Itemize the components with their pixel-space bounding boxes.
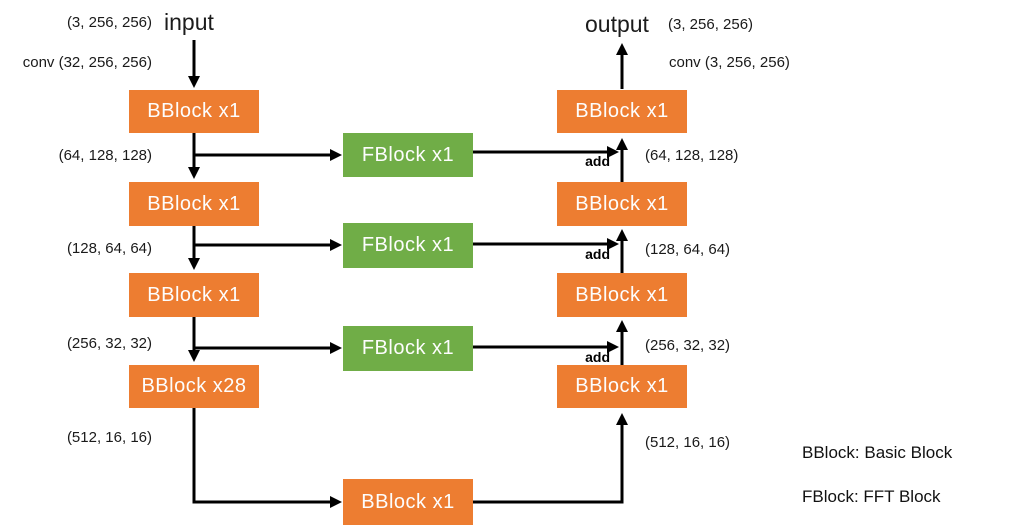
decoder-dim-2: (128, 64, 64) bbox=[645, 241, 731, 258]
conv-out-label: conv (3, 256, 256) bbox=[669, 54, 790, 71]
encoder-dim-3: (256, 32, 32) bbox=[66, 335, 152, 352]
decoder-dim-4: (512, 16, 16) bbox=[645, 434, 731, 451]
input-dim-label: (3, 256, 256) bbox=[66, 14, 152, 31]
skip-fblock-2: FBlock x1 bbox=[343, 223, 473, 268]
decoder-bblock-1: BBlock x1 bbox=[557, 90, 687, 133]
encoder-bblock-2: BBlock x1 bbox=[129, 182, 259, 226]
add-label-3: add bbox=[585, 349, 610, 365]
encoder-bblock-3: BBlock x1 bbox=[129, 273, 259, 317]
encoder-dim-1: (64, 128, 128) bbox=[58, 147, 152, 164]
output-dim-label: (3, 256, 256) bbox=[668, 16, 754, 33]
decoder-dim-1: (64, 128, 128) bbox=[645, 147, 739, 164]
add-label-1: add bbox=[585, 153, 610, 169]
decoder-bblock-3: BBlock x1 bbox=[557, 273, 687, 317]
encoder-dim-4: (512, 16, 16) bbox=[66, 429, 152, 446]
legend-fblock: FBlock: FFT Block bbox=[802, 487, 941, 506]
skip-fblock-3: FBlock x1 bbox=[343, 326, 473, 371]
add-label-2: add bbox=[585, 246, 610, 262]
encoder-dim-2: (128, 64, 64) bbox=[66, 240, 152, 257]
encoder-bblock-1: BBlock x1 bbox=[129, 90, 259, 133]
decoder-bblock-4: BBlock x1 bbox=[557, 365, 687, 408]
bottleneck-bblock: BBlock x1 bbox=[343, 479, 473, 525]
decoder-dim-3: (256, 32, 32) bbox=[645, 337, 731, 354]
input-label: input bbox=[164, 9, 214, 35]
output-label: output bbox=[585, 11, 649, 37]
decoder-bblock-2: BBlock x1 bbox=[557, 182, 687, 226]
encoder-bblock-4: BBlock x28 bbox=[129, 365, 259, 408]
conv-in-label: conv (32, 256, 256) bbox=[22, 54, 152, 71]
skip-fblock-1: FBlock x1 bbox=[343, 133, 473, 177]
legend-bblock: BBlock: Basic Block bbox=[802, 443, 953, 462]
